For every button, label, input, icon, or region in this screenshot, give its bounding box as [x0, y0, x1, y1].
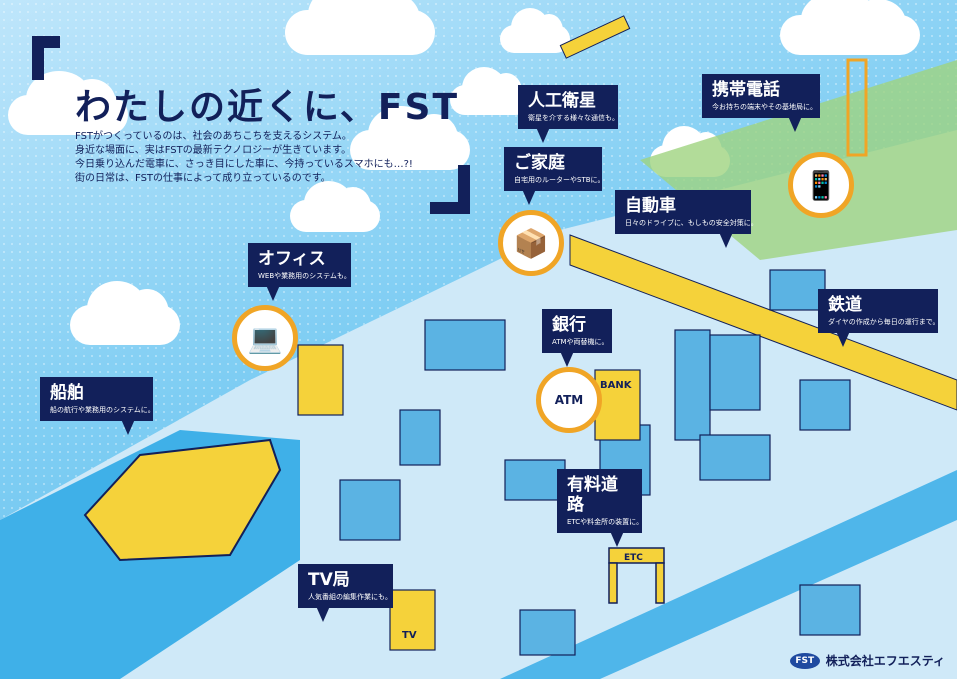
callout-toll-road: 有料道路 ETCや料金所の装置に。 — [557, 469, 644, 547]
callout-desc: 日々のドライブに、もしもの安全対策に。 — [625, 219, 758, 227]
title-corner-bracket — [458, 165, 470, 214]
callout-title: 銀行 — [552, 315, 586, 335]
cloud — [450, 67, 530, 115]
callout-satellite: 人工衛星衛星を介する様々な通信も。 — [518, 85, 619, 143]
page-title: わたしの近くに、FST — [75, 87, 459, 128]
callout-office: オフィス WEBや業務用のシステムも。 — [248, 243, 351, 301]
callout-desc: ETCや料金所の装置に。 — [567, 518, 644, 526]
intro-line: FSTがつくっているのは、社会のあちこちを支えるシステム。 — [75, 131, 352, 142]
river — [500, 470, 957, 679]
etc-sign: ETC — [624, 553, 643, 563]
laptop-icon: 💻 — [232, 305, 298, 371]
callout-desc: 船の航行や業務用のシステムに。 — [50, 406, 155, 414]
cloud — [70, 281, 180, 345]
cloud — [500, 8, 570, 53]
cloud — [8, 71, 128, 135]
intro-line: 今日乗り込んだ電車に、さっき目にした車に、今持っているスマホにも…?! — [75, 159, 413, 170]
callout-desc: 今お持ちの端末やその基地局に。 — [712, 103, 817, 111]
callout-title: オフィス — [258, 249, 326, 269]
cloud — [780, 0, 920, 55]
intro-text: FSTがつくっているのは、社会のあちこちを支えるシステム。 身近な場面に、実はF… — [75, 130, 413, 186]
callout-car: 自動車日々のドライブに、もしもの安全対策に。 — [615, 190, 758, 248]
callout-desc: 衛星を介する様々な通信も。 — [528, 114, 619, 122]
etc-gantry — [608, 547, 665, 604]
callout-title: 携帯電話 — [712, 80, 780, 100]
company-name: 株式会社エフエスティ — [825, 654, 945, 668]
company-logo: FST 株式会社エフエスティ — [789, 652, 945, 669]
callout-tv-station: TV局人気番組の編集作業にも。 — [298, 564, 393, 622]
callout-title: ご家庭 — [514, 153, 565, 173]
intro-line: 身近な場面に、実はFSTの最新テクノロジーが生きています。 — [75, 145, 352, 156]
smartphone-icon: 📱 — [788, 152, 854, 218]
logo-mark: FST — [789, 652, 820, 669]
callout-ship: 船舶船の航行や業務用のシステムに。 — [40, 377, 155, 435]
buildings — [339, 269, 861, 656]
callout-mobile-phone: 携帯電話今お持ちの端末やその基地局に。 — [702, 74, 820, 132]
callout-desc: WEBや業務用のシステムも。 — [258, 272, 351, 280]
callout-title: 船舶 — [50, 383, 84, 403]
callout-title: 自動車 — [625, 196, 676, 216]
callout-desc: 人気番組の編集作業にも。 — [308, 593, 392, 601]
callout-title: 有料道路 — [567, 475, 618, 515]
callout-title: 人工衛星 — [528, 91, 596, 111]
router-icon: 📦 — [498, 210, 564, 276]
bank-sign: BANK — [600, 380, 633, 391]
callout-desc: ATMや両替機に。 — [552, 338, 609, 346]
callout-home: ご家庭自宅用のルーターやSTBに。 — [504, 147, 605, 205]
satellite — [559, 15, 631, 59]
callout-bank: 銀行 ATMや両替機に。 — [542, 309, 612, 367]
callout-railway: 鉄道ダイヤの作成から毎日の運行まで。 — [818, 289, 940, 347]
callout-desc: ダイヤの作成から毎日の運行まで。 — [828, 318, 940, 326]
cloud — [350, 106, 470, 170]
callout-title: TV局 — [308, 570, 350, 590]
intro-line: 街の日常は、FSTの仕事によって成り立っているのです。 — [75, 173, 331, 184]
cloud — [290, 180, 380, 232]
tv-sign: TV — [402, 630, 417, 641]
atm-icon: ATM — [536, 367, 602, 433]
ship — [83, 438, 282, 562]
cloud — [285, 0, 435, 55]
title-corner-bracket — [32, 36, 44, 80]
tower — [846, 58, 868, 157]
callout-title: 鉄道 — [828, 295, 862, 315]
callout-desc: 自宅用のルーターやSTBに。 — [514, 176, 605, 184]
